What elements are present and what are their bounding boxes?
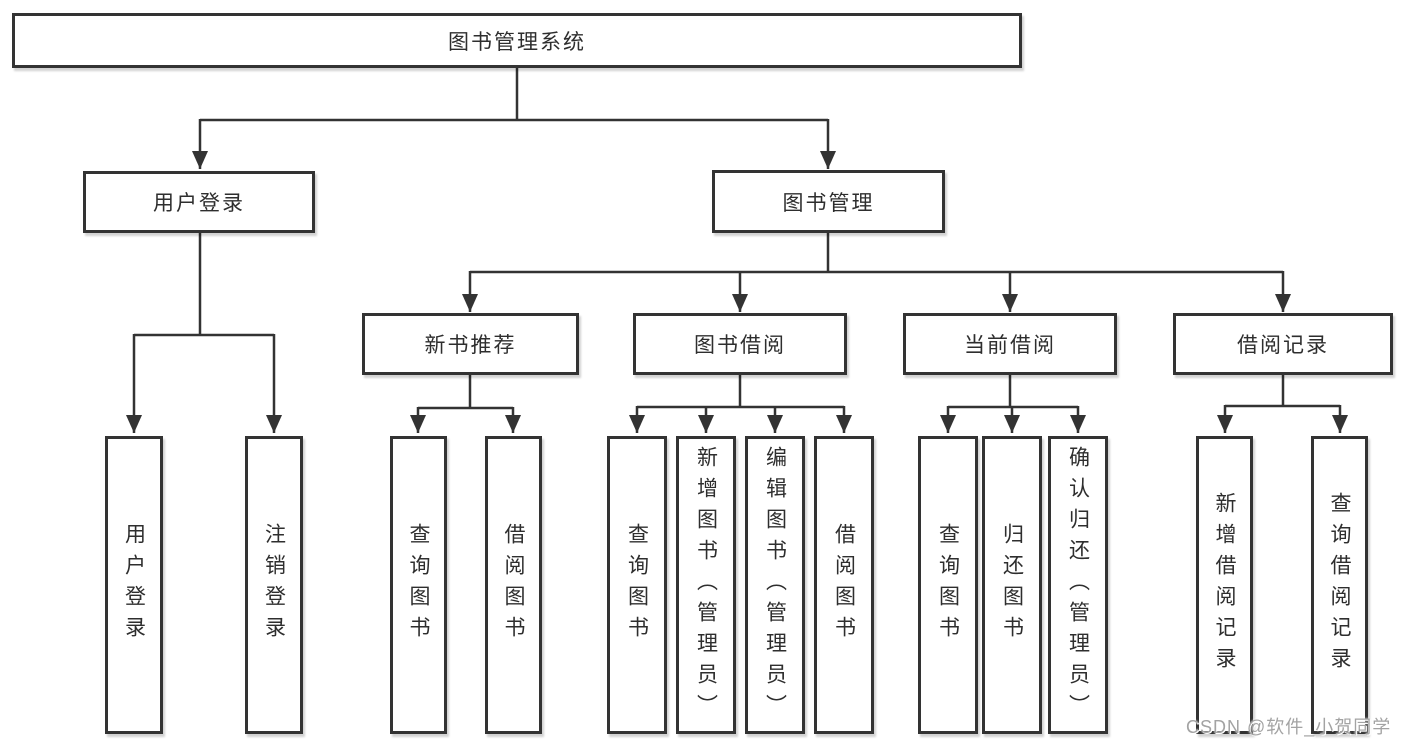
leaf-borrowing-add-books-admin-label: 新增图书（管理员） (694, 445, 718, 725)
node-book-management: 图书管理 (712, 170, 945, 233)
leaf-borrowing-query-books-label: 查询图书 (625, 523, 649, 647)
leaf-current-query-books-label: 查询图书 (936, 523, 960, 647)
leaf-current-return-books: 归还图书 (982, 436, 1042, 734)
leaf-borrowing-add-books-admin: 新增图书（管理员） (676, 436, 736, 734)
leaf-logout-login: 注销登录 (245, 436, 303, 734)
node-library-management-system: 图书管理系统 (12, 13, 1022, 68)
leaf-borrowing-edit-books-admin: 编辑图书（管理员） (745, 436, 805, 734)
leaf-newbook-borrow-books-label: 借阅图书 (502, 523, 525, 647)
leaf-newbook-query-books-label: 查询图书 (407, 523, 430, 647)
leaf-records-add-borrow-record-label: 新增借阅记录 (1213, 492, 1236, 678)
leaf-borrowing-edit-books-admin-label: 编辑图书（管理员） (763, 445, 787, 725)
leaf-current-query-books: 查询图书 (918, 436, 978, 734)
leaf-user-login: 用户登录 (105, 436, 163, 734)
leaf-current-confirm-return-admin: 确认归还（管理员） (1048, 436, 1108, 734)
leaf-borrowing-query-books: 查询图书 (607, 436, 667, 734)
leaf-newbook-borrow-books: 借阅图书 (485, 436, 542, 734)
leaf-user-login-label: 用户登录 (122, 523, 146, 647)
leaf-newbook-query-books: 查询图书 (390, 436, 447, 734)
leaf-current-confirm-return-admin-label: 确认归还（管理员） (1066, 445, 1090, 725)
node-book-borrowing: 图书借阅 (633, 313, 847, 375)
leaf-logout-login-label: 注销登录 (262, 523, 286, 647)
node-current-borrowing: 当前借阅 (903, 313, 1117, 375)
node-new-book-recommendation: 新书推荐 (362, 313, 579, 375)
leaf-current-return-books-label: 归还图书 (1000, 523, 1024, 647)
leaf-borrowing-borrow-books-label: 借阅图书 (832, 523, 856, 647)
node-borrowing-records: 借阅记录 (1173, 313, 1393, 375)
leaf-records-query-borrow-record: 查询借阅记录 (1311, 436, 1368, 734)
leaf-records-query-borrow-record-label: 查询借阅记录 (1328, 492, 1351, 678)
leaf-borrowing-borrow-books: 借阅图书 (814, 436, 874, 734)
node-user-login: 用户登录 (83, 171, 315, 233)
leaf-records-add-borrow-record: 新增借阅记录 (1196, 436, 1253, 734)
watermark: CSDN @软件_小贺同学 (1186, 717, 1392, 737)
